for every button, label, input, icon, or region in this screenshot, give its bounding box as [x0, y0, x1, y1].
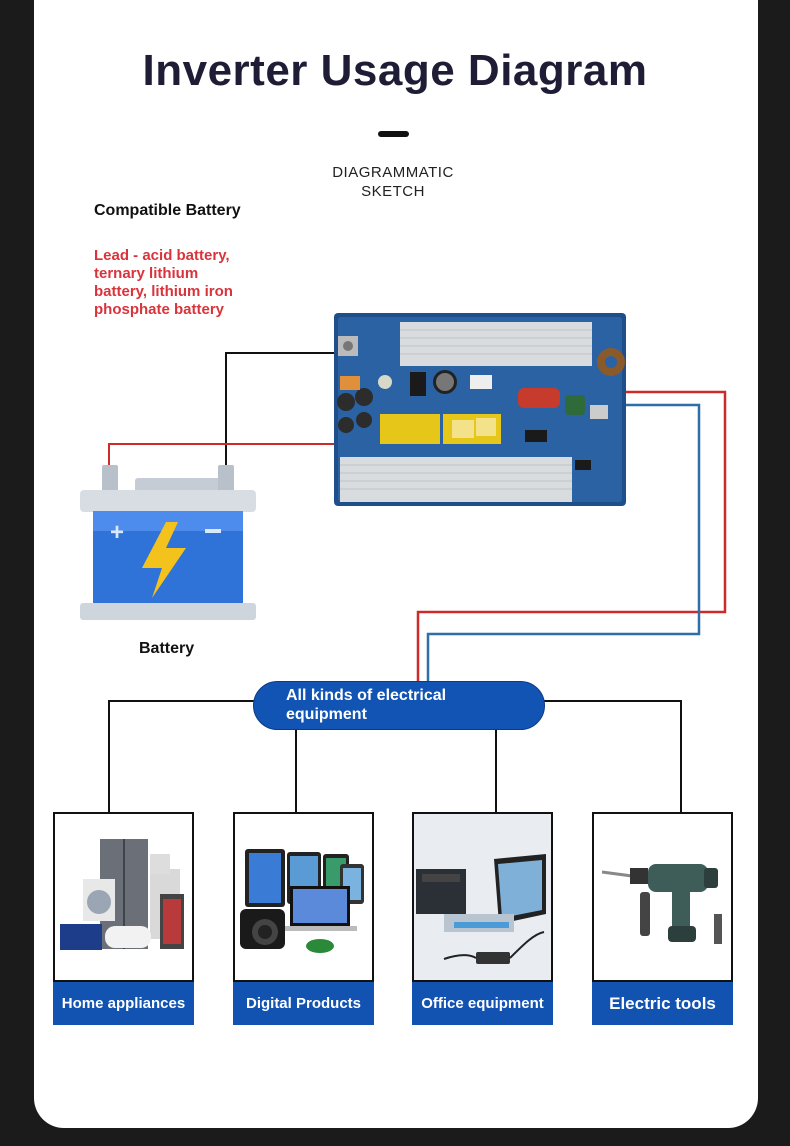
svg-text:+: + [110, 519, 124, 546]
branch-line-tools [544, 700, 682, 812]
battery-red-wire [108, 443, 345, 465]
electric-drill-icon [601, 864, 722, 944]
equipment-label: Electric tools [592, 982, 733, 1025]
title-underline [378, 131, 409, 137]
battery-label: Battery [139, 640, 195, 657]
equipment-card-digital-products: Digital Products [233, 812, 374, 1025]
office-equipment-icon [414, 814, 551, 980]
subtitle: DIAGRAMMATIC SKETCH [293, 163, 493, 201]
inverter-board-icon [334, 313, 626, 506]
equipment-label: Digital Products [233, 982, 374, 1025]
hub-label-line: equipment [286, 706, 367, 723]
compatible-battery-line: battery, lithium iron [94, 283, 233, 300]
digital-products-icon [240, 849, 364, 953]
compatible-battery-line: phosphate battery [94, 301, 225, 318]
hub-label-line: All kinds of electrical [286, 687, 447, 704]
output-red-wire [416, 390, 727, 683]
equipment-image-frame [592, 812, 733, 982]
subtitle-line-2: SKETCH [361, 183, 425, 200]
home-appliances-icon [60, 839, 184, 950]
compatible-battery-list: Lead - acid battery, ternary lithium bat… [94, 247, 264, 319]
battery-icon: + [80, 465, 256, 620]
page-title: Inverter Usage Diagram [142, 46, 648, 95]
equipment-card-electric-tools: Electric tools [592, 812, 733, 1025]
equipment-card-office-equipment: Office equipment [412, 812, 553, 1025]
equipment-label: Office equipment [412, 982, 553, 1025]
branch-line-home [108, 700, 255, 812]
output-blue-wire [426, 403, 701, 683]
subtitle-line-1: DIAGRAMMATIC [332, 164, 454, 181]
compatible-battery-line: Lead - acid battery, [94, 247, 230, 264]
compatible-battery-line: ternary lithium [94, 265, 199, 282]
electrical-equipment-hub: All kinds of electrical equipment [253, 681, 545, 730]
equipment-label: Home appliances [53, 982, 194, 1025]
battery-black-wire [225, 352, 338, 465]
compatible-battery-heading: Compatible Battery [94, 202, 241, 219]
equipment-card-home-appliances: Home appliances [53, 812, 194, 1025]
